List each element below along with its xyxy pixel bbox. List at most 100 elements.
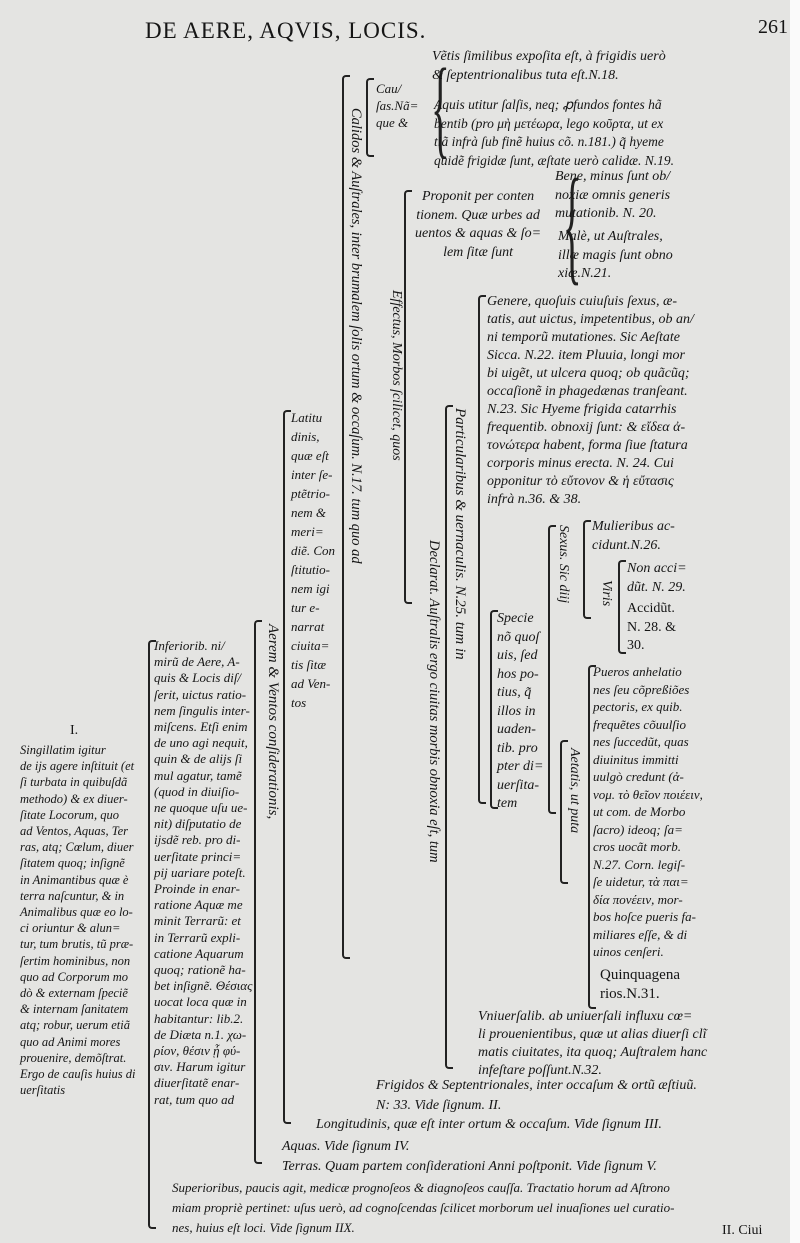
- text-line: uaden-: [497, 722, 536, 737]
- text-line: mul agatur, tamẽ: [154, 767, 242, 783]
- text-line: pter di=: [497, 759, 544, 774]
- text-line: de ijs agere inſtituit (et: [20, 759, 135, 774]
- text-line: uinos cenſeri.: [593, 944, 664, 959]
- text-line: ijsdẽ reb. pro di-: [154, 832, 241, 848]
- vertical-particularibus: Particularibus & uernaculis. N.25. tum i…: [452, 408, 468, 660]
- text-line: ut com. de Morbo: [593, 804, 686, 819]
- text-line: li prouenientibus, quæ ut alias diuerſi …: [478, 1027, 707, 1042]
- vertical-aerem: Aerem & Ventos conſiderationis,: [265, 624, 281, 820]
- text-line: ad Ventos, Aquas, Ter: [20, 824, 129, 839]
- text-line: tur, tum brutis, tũ præ-: [20, 937, 134, 952]
- text-line: prouenire, demõſtrat.: [20, 1050, 127, 1065]
- bracket: [148, 640, 156, 1229]
- text-line: mirũ de Aere, A-: [154, 654, 240, 670]
- text-line: nem igi: [291, 581, 330, 596]
- text-line: in Terrarũ expli-: [154, 929, 241, 945]
- text-line: Accidũt.: [627, 601, 675, 616]
- text-line: Superioribus, paucis agit, medicæ progno…: [172, 1180, 670, 1195]
- vertical-sexus: Sexus. Sic diij: [556, 525, 571, 604]
- text-line: ſitate Locorum, quo: [20, 807, 119, 822]
- text-line: tius, q̃: [497, 685, 532, 700]
- bracket: [366, 78, 374, 157]
- text-line: Singillatim igitur: [20, 743, 106, 757]
- text-line: xiæ.N.21.: [558, 266, 612, 281]
- text-line: (quod in diuiſio-: [154, 783, 240, 799]
- text-line: uentos & aquas & ſo=: [415, 226, 542, 241]
- text-line: Bene, minus ſunt ob/: [555, 169, 671, 184]
- bracket: [445, 405, 453, 1069]
- text-line: ad Ven-: [291, 676, 331, 691]
- text-line: & ſeptentrionalibus tuta eſt.N.18.: [432, 67, 619, 83]
- text-line: diuerſitatẽ enar-: [154, 1075, 240, 1091]
- text-line: in Animantibus quæ è: [20, 872, 129, 887]
- text-line: ſe uidetur, τὰ παι=: [593, 874, 689, 889]
- text-line: matis ciuitates, ita quoq; Auſtralem han…: [478, 1045, 708, 1060]
- text-superioribus: Superioribus, paucis agit, medicæ progno…: [172, 1178, 674, 1238]
- text-line: ρίον, θέσιν ᾗ φύ-: [154, 1043, 241, 1059]
- text-line: noxiæ omnis generis: [555, 187, 671, 203]
- text-line: de Diæta n.1. χω-: [154, 1026, 247, 1042]
- text-line: Pueros anhelatio: [593, 664, 682, 679]
- vertical-declarat: Declarat. Auſtralis ergo ciuitas morbis …: [426, 540, 442, 863]
- running-head: DE AERE, AQVIS, LOCIS.: [145, 18, 427, 43]
- text-line: infeſtare poſſunt.N.32.: [478, 1063, 602, 1078]
- text-line: Non acci=: [627, 561, 687, 576]
- text-line: opponitur τὸ εὔτονον & ἡ εὔτασις: [487, 474, 674, 489]
- text-line: catione Aquarum: [154, 945, 244, 961]
- text-ventis: Vẽtis ſimilibus expoſita eſt, à frigidis…: [432, 48, 666, 85]
- text-line: dũt. N. 29.: [627, 579, 686, 595]
- text-line: dò & externam ſpeciẽ: [20, 986, 128, 1001]
- bracket: [490, 610, 498, 809]
- text-line: ſitatem quoq; inſignẽ: [20, 856, 125, 871]
- text-line: tis ſitæ: [291, 657, 327, 672]
- text-line: N.23. Sic Hyeme frigida catarrhis: [487, 402, 677, 417]
- text-line: δία πονέειν, mor-: [593, 891, 683, 907]
- text-line: ni temporũ mutationes. Sic Aeſtate: [487, 330, 680, 345]
- text-line: tiã infrà ſub finẽ huius cõ. n.181.) q̃ …: [434, 134, 664, 149]
- bracket: [588, 665, 596, 1009]
- vertical-viris: Viris: [599, 580, 614, 607]
- bracket: [548, 525, 556, 814]
- text-aquas: Aquas. Vide ſignum IV.: [282, 1139, 410, 1154]
- text-line: ſertim hominibus, non: [20, 953, 131, 968]
- text-line: νομ. τὸ θεῖον ποιέειν,: [593, 786, 703, 802]
- text-line: miſcens. Etſi enim: [154, 719, 248, 735]
- text-vniuersalib: Vniuerſalib. ab uniuerſali influxu cœ=li…: [478, 1008, 707, 1080]
- text-line: diẽ. Con: [291, 543, 336, 558]
- text-line: Ergo de cauſis huius di: [20, 1067, 136, 1082]
- text-line: tionem. Quæ urbes ad: [416, 207, 540, 223]
- text-line: illos in: [497, 703, 536, 719]
- text-line: tib. pro: [497, 740, 538, 756]
- bracket: [618, 560, 626, 654]
- text-line: ptẽtrio-: [291, 486, 330, 501]
- text-line: bi uigẽt, ut ulcera quoq; ob quãcũq;: [487, 366, 690, 381]
- text-line: 30.: [627, 638, 645, 653]
- text-line: Sicca. N.22. item Pluuia, longi mor: [487, 348, 685, 363]
- brace: {: [562, 153, 582, 297]
- text-line: quo ad Corporum mo: [20, 969, 128, 984]
- text-accidunt: Accidũt.N. 28. &30.: [627, 600, 676, 656]
- text-line: rat, tum quo ad: [154, 1091, 235, 1107]
- text-line: inter ſe-: [291, 467, 333, 482]
- text-line: Specie: [497, 611, 534, 626]
- catchword: II. Ciui: [722, 1223, 763, 1238]
- text-line: que &: [376, 115, 409, 130]
- text-line: tos: [291, 695, 307, 710]
- text-line: ne quoque uſu ue-: [154, 800, 248, 816]
- text-line: ciuita=: [291, 638, 330, 653]
- text-aquis: Aquis utitur ſalſis, neq; ꝓfundos fontes…: [434, 96, 674, 170]
- text-line: uerſitate princi=: [154, 848, 242, 864]
- text-line: ſacro) ideoq; ſa=: [593, 821, 683, 837]
- text-terras: Terras. Quam partem conſiderationi Anni …: [282, 1159, 657, 1174]
- bracket: [583, 520, 591, 619]
- text-line: quæ eſt: [291, 448, 329, 463]
- text-line: τονώτερα habent, forma ſiue ſtatura: [487, 438, 688, 453]
- text-line: dinis,: [291, 429, 320, 444]
- bracket: [283, 410, 291, 1124]
- text-line: tatis, aut uictus, impetentibus, ob an/: [487, 312, 694, 327]
- text-line: bos hoſce pueris fa-: [593, 909, 696, 924]
- text-line: Mulieribus ac-: [592, 519, 675, 534]
